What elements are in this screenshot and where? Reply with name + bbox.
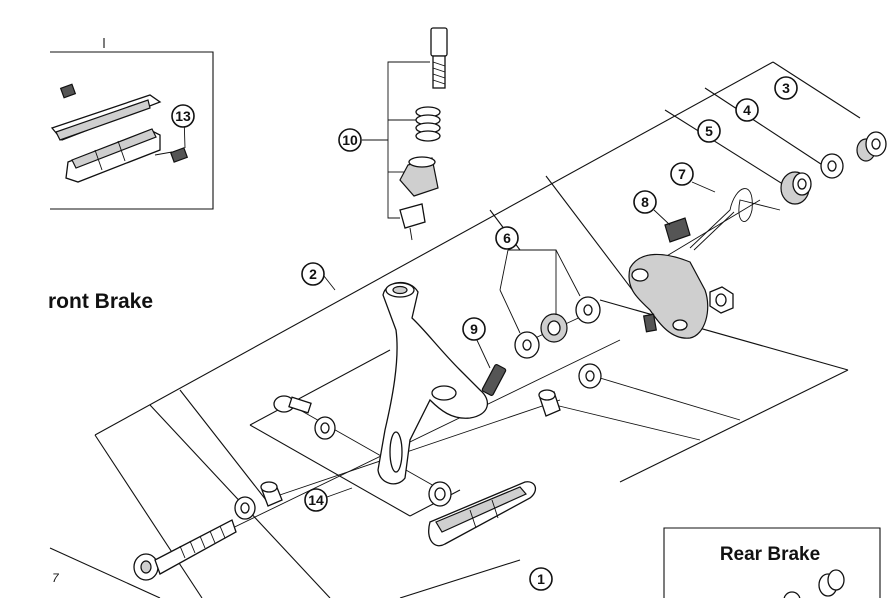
adjuster-barrel [399,156,439,197]
washer-mid [540,313,568,343]
callout-8-label: 8 [641,194,649,210]
callout-6-bracket [499,249,581,334]
pivot-washer-right [578,363,602,389]
brake-shoe [428,481,537,547]
callout-10-bracket [362,61,430,219]
spacer-washer [820,153,844,179]
shoe-washer-lower [428,481,452,507]
callout-3-label: 3 [782,80,790,96]
callout-8: 8 [633,190,671,226]
rear-brake-heading: Rear Brake [720,544,820,565]
callout-2-label: 2 [309,266,317,282]
shoe-washer-upper [314,416,336,440]
callout-6: 6 [495,226,519,250]
callout-1-label: 1 [537,571,545,587]
brake-shoe-inset [50,38,214,210]
callout-7-label: 7 [678,166,686,182]
callout-3: 3 [774,76,798,100]
callout-13-label: 13 [175,108,191,124]
inset-screw-13 [154,147,189,163]
stray-mark: 7 [52,571,60,585]
inset-screw-top [59,83,77,99]
pivot-spacer-left [260,481,283,507]
flanged-nut [780,171,812,205]
callout-9: 9 [462,317,486,341]
callout-1: 1 [529,567,553,591]
spring-tab [664,217,691,243]
adjuster-bolt [430,27,448,89]
adjusting-screw [475,337,507,396]
front-brake-heading: ront Brake [48,290,153,313]
pivot-bushing [538,389,561,417]
callout-6-label: 6 [503,230,511,246]
sleeve-nut [856,131,887,162]
pivot-bolt [133,519,237,581]
callout-4: 4 [735,98,759,122]
callout-2: 2 [301,262,336,291]
adjuster-spring [415,106,441,142]
washer-large [575,296,601,324]
return-spring [689,188,781,251]
callout-7: 7 [670,162,716,193]
callout-10: 10 [338,128,362,152]
callout-5-label: 5 [705,123,713,139]
callout-13: 13 [171,104,195,149]
callout-14: 14 [304,487,353,512]
cam-plate [628,253,709,339]
callout-5: 5 [697,119,721,143]
adjuster-clip [399,203,426,241]
shoe-fixing-bolt [273,395,312,414]
hex-nut [709,286,734,314]
callout-9-label: 9 [470,321,478,337]
callout-4-label: 4 [743,102,751,118]
washer-small [514,331,540,359]
rear-brake-inset [663,527,881,598]
brake-arm [377,281,489,485]
callout-14-label: 14 [308,492,324,508]
pivot-washer-left [234,496,256,520]
callout-10-label: 10 [342,132,358,148]
